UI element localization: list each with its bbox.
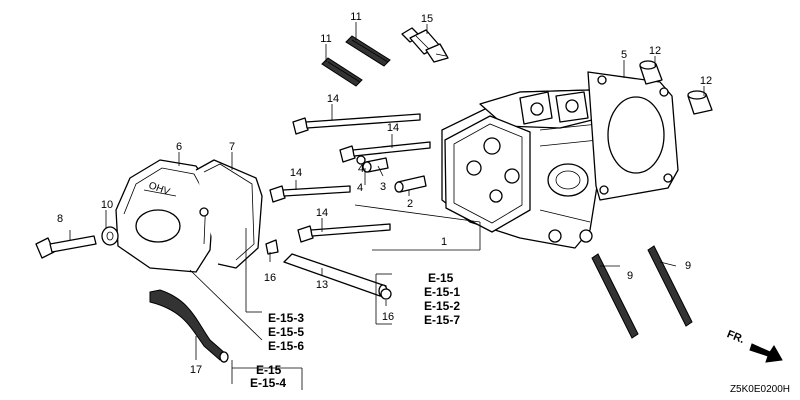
callout-7: 7 [229,141,235,153]
drain-tube [149,289,229,363]
breather-tube [283,253,388,298]
front-arrow-icon [749,343,783,363]
rocker-arm-pivot [362,157,389,173]
ref-code: E-15-7 [424,313,460,327]
cover-bolt [35,235,97,259]
front-label: FR. [725,328,746,346]
callout-14-a: 14 [327,93,339,105]
callout-12-upper: 12 [649,45,661,57]
callout-1: 1 [441,236,447,248]
flange-bolt-1 [292,113,421,135]
ref-group-tube: E-15 E-15-4 [250,363,286,390]
callout-2: 2 [407,198,413,210]
stud-bolt-9-left [591,253,639,339]
callout-10: 10 [101,199,113,211]
callout-numbers: 11 11 15 5 12 12 14 14 14 14 6 7 8 10 4 … [57,11,712,376]
callout-5: 5 [621,49,627,61]
callout-11-upper: 11 [350,11,361,23]
head-gasket [587,71,679,201]
stud-bolt-9-right [647,245,693,327]
ref-code: E-15 [428,271,454,285]
tube-clip-left [265,239,279,255]
cylinder-head [441,89,601,249]
leader-lines [69,22,705,390]
callout-6: 6 [176,141,182,153]
callout-14-c: 14 [290,167,302,179]
callout-14-d: 14 [316,207,328,219]
ref-code: E-15-5 [268,325,304,339]
callout-4-left: 4 [357,182,363,194]
callout-17: 17 [190,364,202,376]
front-direction-marker: FR. [725,328,783,363]
callout-16-right: 16 [382,311,394,323]
callout-14-b: 14 [387,122,399,134]
callout-13: 13 [316,279,328,291]
callout-11-lower: 11 [320,33,331,45]
ref-group-breather: E-15 E-15-1 E-15-2 E-15-7 [424,271,460,327]
ref-code: E-15-1 [424,285,460,299]
dowel-pin-2 [687,90,713,115]
callout-9-right: 9 [685,260,691,272]
head-cover-gasket [195,159,263,269]
callout-15: 15 [421,13,433,25]
callout-16-left: 16 [264,272,276,284]
push-rod-guide-plate [394,175,427,193]
ref-code: E-15-4 [250,376,286,390]
head-cover: OHV [115,159,215,273]
ref-code: E-15-3 [268,311,304,325]
ref-code: E-15-2 [424,299,460,313]
stud-bolt-upper [345,35,391,67]
ref-code: E-15 [256,363,282,377]
callout-3: 3 [380,181,386,193]
spark-plug [401,27,449,63]
flange-bolt-3 [269,185,351,203]
flange-bolt-2 [339,141,431,163]
sealing-washer [101,226,119,246]
dowel-pin-1 [639,60,663,85]
push-rod-guide-washer [356,155,366,165]
ref-code: E-15-6 [268,339,304,353]
callout-9-left: 9 [627,270,633,282]
callout-12-lower: 12 [700,75,712,87]
flange-bolt-4 [297,223,391,243]
stud-bolt-lower [321,57,363,87]
ref-group-cover: E-15-3 E-15-5 E-15-6 [268,311,304,353]
diagram-code: Z5K0E0200H [730,384,790,395]
callout-8: 8 [57,213,63,225]
tube-clip-right [380,288,392,300]
callout-4-upper: 4 [358,163,364,175]
